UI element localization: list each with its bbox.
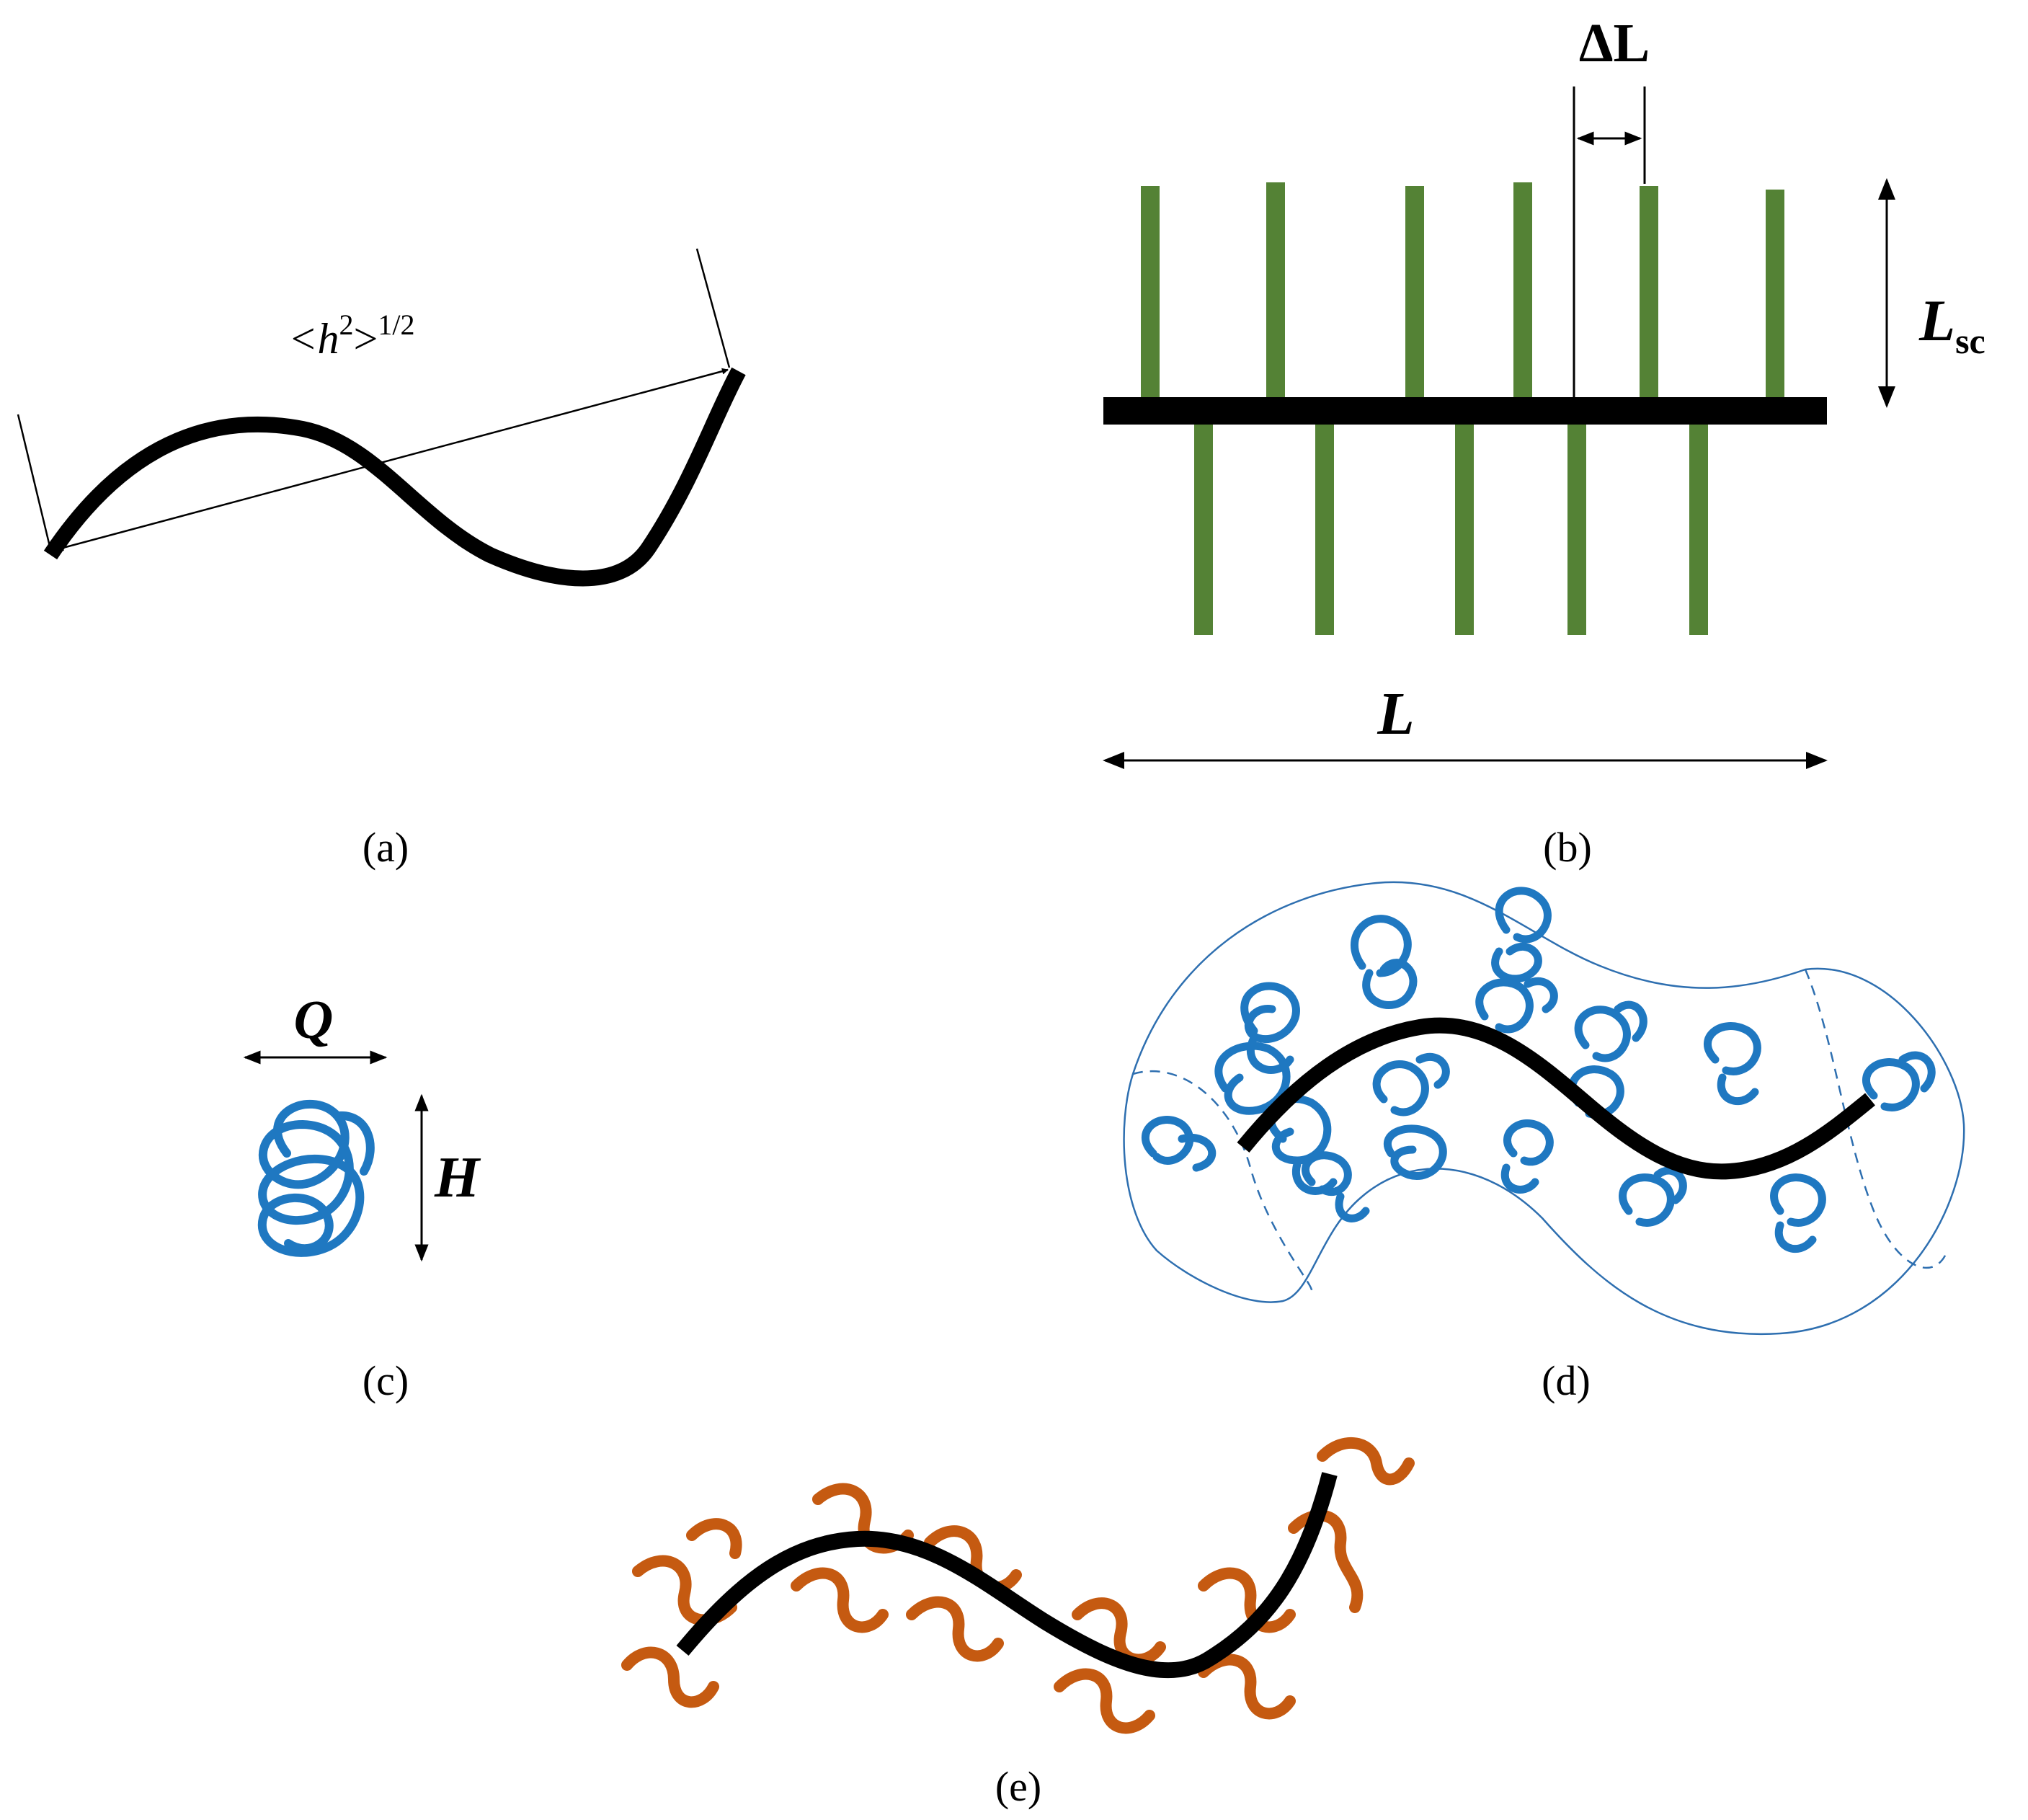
side-chain — [1198, 1567, 1296, 1633]
random-coil — [1475, 977, 1558, 1034]
sidechain-length-label: Lsc — [1918, 288, 1985, 361]
upper-side-chains — [1141, 182, 1784, 402]
backbone-chain — [676, 1472, 1338, 1679]
side-chain — [1315, 417, 1334, 635]
side-chain — [1072, 1597, 1166, 1666]
side-chain — [791, 1567, 889, 1633]
end-marker-left — [17, 414, 52, 550]
side-chain — [1141, 186, 1160, 402]
panel-e: (e) — [621, 1437, 1415, 1810]
random-coil — [1302, 1151, 1370, 1222]
side-chain — [1317, 1437, 1415, 1486]
side-chain — [1640, 186, 1658, 402]
random-coil — [1619, 1166, 1687, 1227]
backbone-length-label: L — [1377, 680, 1414, 747]
coil-width-label: Q — [294, 990, 334, 1050]
panel-b: ΔL Lsc L (b) — [1103, 13, 1985, 871]
spacing-label: ΔL — [1579, 13, 1650, 74]
side-chain — [906, 1596, 1004, 1662]
panel-c: Q H (c) — [243, 990, 481, 1404]
caption-b: (b) — [1543, 824, 1592, 871]
side-chain — [1198, 1653, 1296, 1720]
random-coil — [257, 1099, 375, 1257]
random-coil — [1500, 1119, 1554, 1194]
caption-c: (c) — [363, 1357, 409, 1404]
side-chain — [1266, 182, 1285, 402]
side-chain — [621, 1646, 719, 1708]
side-chain — [1405, 186, 1424, 402]
caption-d: (d) — [1542, 1357, 1591, 1404]
random-coil — [1372, 1052, 1450, 1117]
random-coil — [1214, 1042, 1291, 1115]
random-coil — [1383, 1124, 1447, 1180]
random-coil — [1704, 1022, 1761, 1106]
side-chain — [1766, 190, 1784, 402]
side-chain — [1689, 417, 1708, 635]
tube-cap-left — [1132, 1070, 1313, 1291]
random-coil — [1491, 887, 1552, 983]
side-chain — [1567, 417, 1586, 635]
coil-cluster — [1141, 887, 1936, 1253]
caption-a: (a) — [363, 824, 409, 871]
side-chain — [686, 1518, 742, 1559]
random-coil — [1351, 915, 1418, 1009]
end-to-end-arrow — [57, 368, 729, 551]
backbone-chain — [1237, 1017, 1875, 1180]
end-to-end-distance-label: <h2>1/2 — [288, 308, 414, 363]
random-coil — [1141, 1116, 1217, 1172]
lower-side-chains — [1194, 417, 1708, 635]
side-chain — [1054, 1668, 1155, 1734]
panel-a: <h2>1/2 (a) — [17, 248, 746, 871]
end-marker-right — [695, 248, 731, 368]
random-coil — [1770, 1173, 1826, 1253]
random-coil — [1240, 982, 1300, 1074]
caption-e: (e) — [995, 1763, 1041, 1810]
side-chain — [1194, 417, 1213, 635]
panel-d: (d) — [1123, 881, 1965, 1404]
side-chain — [1513, 182, 1532, 402]
backbone — [1103, 397, 1827, 425]
polymer-chain — [43, 367, 746, 587]
random-coil — [1574, 1000, 1647, 1062]
side-chain — [1455, 417, 1474, 635]
tube-cap-right — [1804, 969, 1947, 1269]
coil-height-label: H — [434, 1146, 481, 1209]
random-coil — [1862, 1051, 1936, 1111]
